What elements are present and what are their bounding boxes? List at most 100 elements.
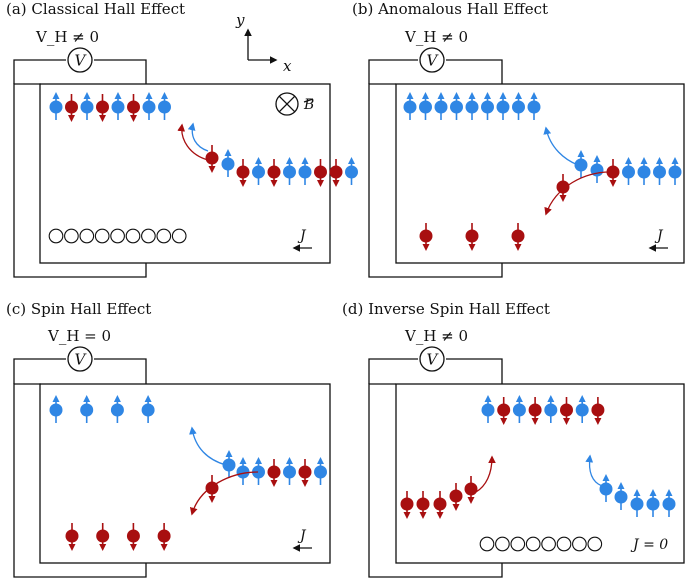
- empty-circle-icon: [125, 228, 141, 244]
- panel-anomalous-hall: (b) Anomalous Hall Effect V_H ≠ 0 V J: [352, 0, 685, 278]
- panel-b-title: (b) Anomalous Hall Effect: [352, 0, 548, 18]
- spin-up-electron-icon: [481, 395, 495, 423]
- panel-classical-hall: (a) Classical Hall Effect V_H ≠ 0 V B J: [6, 0, 358, 278]
- spin-down-electron-icon: [298, 459, 312, 487]
- red-curve-arrow: [544, 171, 611, 216]
- spin-up-electron-icon: [403, 92, 417, 120]
- empty-circle-icon: [556, 536, 572, 552]
- red-curve-arrow: [177, 123, 209, 161]
- spin-up-electron-icon: [574, 150, 588, 178]
- spin-down-electron-icon: [96, 94, 109, 122]
- spin-down-electron-icon: [400, 491, 414, 519]
- empty-circle-icon: [48, 228, 64, 244]
- electrons: [49, 395, 327, 551]
- spin-up-electron-icon: [575, 395, 589, 423]
- spin-down-electron-icon: [497, 397, 511, 425]
- panel-d-meter-label: V: [427, 351, 440, 369]
- panel-c-current-label: J: [297, 528, 307, 544]
- panel-d-voltage: V_H ≠ 0: [404, 327, 468, 345]
- spin-down-electron-icon: [528, 397, 542, 425]
- spin-down-electron-icon: [591, 397, 605, 425]
- spin-down-electron-icon: [205, 475, 219, 503]
- spin-up-electron-icon: [110, 395, 124, 423]
- spin-up-electron-icon: [142, 92, 156, 120]
- empty-circles: [48, 228, 187, 244]
- spin-up-electron-icon: [80, 395, 94, 423]
- spin-up-electron-icon: [49, 395, 63, 423]
- spin-up-electron-icon: [111, 92, 125, 120]
- spin-up-electron-icon: [599, 474, 613, 502]
- spin-up-electron-icon: [158, 92, 171, 120]
- electrons: [400, 395, 676, 519]
- panel-a-current-label: J: [297, 228, 307, 244]
- panel-b-top-wire: [368, 59, 418, 84]
- electrons: [403, 92, 682, 251]
- empty-circle-icon: [64, 228, 79, 244]
- spin-up-electron-icon: [668, 157, 682, 185]
- panel-c-meter-label: V: [75, 351, 88, 369]
- panel-d-title: (d) Inverse Spin Hall Effect: [342, 300, 550, 318]
- spin-down-electron-icon: [65, 523, 79, 551]
- spin-down-electron-icon: [267, 459, 281, 487]
- spin-up-electron-icon: [630, 489, 644, 517]
- spin-down-electron-icon: [606, 159, 620, 187]
- blue-curve-arrow: [189, 426, 227, 466]
- blue-curve-arrow: [543, 126, 579, 166]
- spin-up-electron-icon: [544, 395, 558, 423]
- spin-down-electron-icon: [96, 523, 110, 551]
- spin-up-electron-icon: [465, 92, 479, 120]
- blue-curve-arrow: [585, 454, 603, 487]
- spin-down-electron-icon: [157, 523, 171, 551]
- panel-a-right-wire: [94, 59, 147, 84]
- panel-b-left-wire: [368, 83, 503, 278]
- spin-down-electron-icon: [329, 159, 343, 187]
- spin-up-electron-icon: [590, 155, 604, 183]
- panel-a-top-wire: [13, 59, 66, 84]
- spin-up-electron-icon: [221, 149, 235, 177]
- panel-c-right-wire: [94, 358, 147, 384]
- empty-circle-icon: [572, 536, 587, 552]
- blue-curve-arrow: [187, 122, 209, 152]
- spin-up-electron-icon: [512, 395, 526, 423]
- spin-up-electron-icon: [283, 157, 296, 185]
- panel-b-voltage: V_H ≠ 0: [404, 28, 468, 46]
- spin-down-electron-icon: [433, 491, 447, 519]
- panel-c-sample: [39, 383, 331, 564]
- empty-circle-icon: [510, 536, 526, 552]
- spin-down-electron-icon: [267, 159, 281, 187]
- x-axis-label: x: [283, 57, 292, 75]
- empty-circle-icon: [495, 536, 510, 552]
- empty-circle-icon: [79, 228, 95, 244]
- panel-d-current-label: J = 0: [630, 537, 668, 553]
- panel-b-meter-label: V: [427, 52, 440, 70]
- spin-up-electron-icon: [481, 92, 494, 120]
- panel-a-voltage: V_H ≠ 0: [35, 28, 99, 46]
- axes-indicator: y x: [235, 11, 292, 75]
- spin-up-electron-icon: [314, 457, 327, 485]
- spin-up-electron-icon: [49, 92, 63, 120]
- spin-up-electron-icon: [298, 157, 312, 185]
- electrons: [49, 92, 358, 187]
- empty-circle-icon: [541, 536, 556, 552]
- spin-down-electron-icon: [511, 223, 525, 251]
- spin-down-electron-icon: [419, 223, 433, 251]
- spin-up-electron-icon: [345, 157, 358, 185]
- panel-c-voltage: V_H = 0: [47, 327, 111, 345]
- panel-spin-hall: (c) Spin Hall Effect V_H = 0 V J: [6, 300, 331, 578]
- spin-down-electron-icon: [236, 159, 250, 187]
- voltmeter-icon: V: [67, 47, 93, 73]
- spin-up-electron-icon: [527, 92, 541, 120]
- panel-d-sample: [395, 383, 685, 564]
- spin-down-electron-icon: [126, 523, 140, 551]
- panel-d-left-wire: [368, 383, 503, 578]
- spin-down-electron-icon: [65, 94, 78, 122]
- y-axis-label: y: [235, 11, 245, 29]
- spin-up-electron-icon: [80, 92, 94, 120]
- spin-up-electron-icon: [222, 450, 236, 478]
- panel-d-right-wire: [446, 358, 503, 384]
- spin-up-electron-icon: [662, 489, 676, 517]
- voltmeter-icon: V: [419, 346, 445, 372]
- spin-down-electron-icon: [556, 174, 570, 202]
- circled-cross-icon: [275, 92, 299, 116]
